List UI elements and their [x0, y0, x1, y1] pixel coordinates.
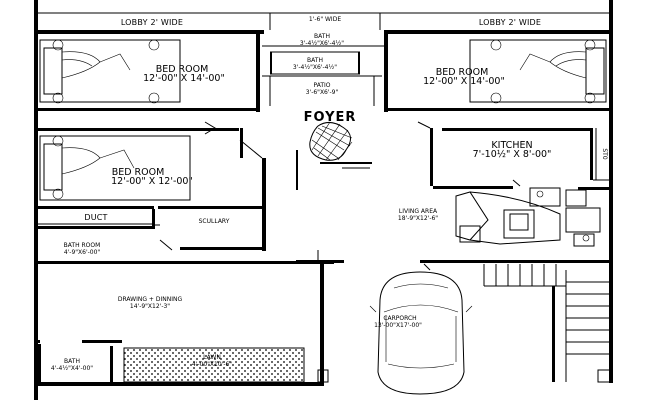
bath-top-dim: 3'-4½"X6'-4½": [300, 40, 344, 47]
bed-right-dim: 12'-00" X 14'-00": [423, 76, 505, 87]
bathroom-dim: 4'-9"X6'-00": [64, 249, 101, 256]
living-furniture: [455, 187, 601, 247]
bath-mid-name: BATH: [307, 57, 323, 64]
drawing-name: DRAWING + DINNING: [118, 296, 183, 303]
foyer-tile: [309, 121, 353, 161]
scullary-label: SCULLARY: [199, 218, 230, 225]
car: [369, 271, 473, 395]
bath-top-name: BATH: [314, 33, 330, 40]
bath-bottom-dim: 4'-4½"X4'-00": [51, 365, 93, 372]
carporch-name: CARPORCH: [383, 315, 416, 322]
lobby-right-label: LOBBY 2' WIDE: [479, 18, 541, 27]
patio-dim: 3'-6"X6'-9": [306, 89, 339, 96]
bed-middle-name: BED ROOM: [112, 167, 165, 178]
carporch-dim: 13'-00"X17'-00": [374, 322, 422, 329]
store-label: ST0: [601, 148, 608, 159]
corridor-width-label: 1'-6" WIDE: [309, 16, 341, 23]
staircase: [483, 264, 612, 382]
lobby-left-label: LOBBY 2' WIDE: [121, 18, 183, 27]
bed-left-dim: 12'-00" X 14'-00": [143, 73, 225, 84]
living-name: LIVING AREA: [399, 208, 438, 215]
bed-right-name: BED ROOM: [436, 67, 489, 78]
bed-middle: [39, 135, 191, 201]
kitchen-name: KITCHEN: [491, 140, 532, 151]
lawn-name: LAWN: [203, 354, 221, 361]
lawn-area: [123, 347, 305, 383]
bath-mid-dim: 3'-4½"X6'-4½": [293, 64, 337, 71]
bottom-walls: [34, 250, 613, 386]
bath-bottom-name: BATH: [64, 358, 80, 365]
bathroom-name: BATH ROOM: [64, 242, 101, 249]
lawn-dim: 4'-00"X10'-6": [192, 361, 232, 368]
duct-label: DUCT: [84, 213, 107, 222]
kitchen-dim: 7'-10½" X 8'-00": [473, 149, 552, 160]
lobby-strip: [34, 12, 613, 30]
living-dim: 18'-9"X12'-6": [398, 215, 438, 222]
bed-middle-dim: 12'-00" X 12'-00": [111, 176, 193, 187]
middle-walls: [34, 121, 613, 271]
bed-left: [39, 39, 181, 104]
foyer-label: FOYER: [304, 110, 357, 125]
bed-right: [469, 39, 607, 104]
top-rooms-walls: [34, 30, 613, 112]
drawing-dim: 14'-9"X12'-3": [130, 303, 170, 310]
patio-name: PATIO: [313, 82, 330, 89]
bed-left-name: BED ROOM: [156, 64, 209, 75]
